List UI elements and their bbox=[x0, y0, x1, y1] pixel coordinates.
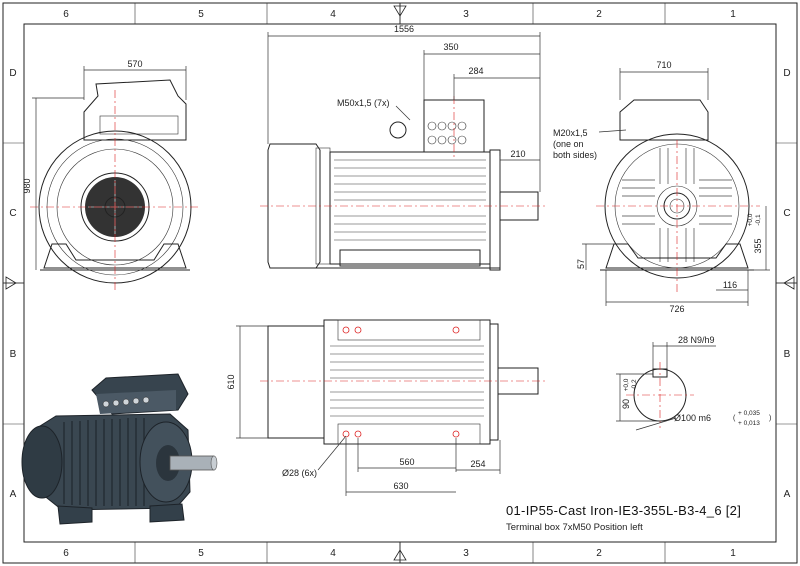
dim-rear-foot-height: 57 bbox=[576, 259, 586, 269]
rear-view bbox=[582, 68, 770, 306]
centering-marks bbox=[3, 3, 797, 563]
title-block: 01-IP55-Cast Iron-IE3-355L-B3-4_6 [2] Te… bbox=[506, 503, 786, 533]
motor-3d-render bbox=[21, 373, 218, 525]
side-view bbox=[260, 32, 545, 271]
svg-text:6: 6 bbox=[63, 548, 69, 559]
dim-rear-foot-width: 726 bbox=[669, 304, 684, 314]
dim-key-height: 90 bbox=[621, 399, 631, 409]
svg-text:C: C bbox=[9, 208, 16, 219]
svg-text:D: D bbox=[9, 68, 16, 79]
label-rear-gland-3: both sides) bbox=[553, 150, 597, 160]
drawing-subtitle: Terminal box 7xM50 Position left bbox=[506, 522, 643, 533]
dim-top-width: 610 bbox=[226, 374, 236, 389]
dim-foot-total: 630 bbox=[393, 481, 408, 491]
svg-text:5: 5 bbox=[198, 9, 204, 20]
dim-key-width: 28 N9/h9 bbox=[678, 335, 715, 345]
row-labels-left: D C B A bbox=[9, 68, 16, 500]
svg-text:C: C bbox=[783, 208, 790, 219]
dim-front-width: 570 bbox=[127, 59, 142, 69]
svg-text:2: 2 bbox=[596, 548, 602, 559]
dim-shaft-tol-bottom: + 0,013 bbox=[738, 420, 760, 427]
column-labels-top: 6 5 4 3 2 1 bbox=[63, 9, 736, 20]
paren-close: ) bbox=[769, 415, 771, 422]
dim-side-terminal: 350 bbox=[443, 42, 458, 52]
dim-foot-to-shaft: 254 bbox=[470, 459, 485, 469]
svg-text:B: B bbox=[784, 349, 791, 360]
label-rear-gland-1: M20x1,5 bbox=[553, 128, 588, 138]
label-cable-gland: M50x1,5 (7x) bbox=[337, 98, 390, 108]
column-labels-bottom: 6 5 4 3 2 1 bbox=[63, 548, 736, 559]
svg-text:1: 1 bbox=[730, 9, 736, 20]
svg-text:3: 3 bbox=[463, 9, 469, 20]
dim-shaft-length: 210 bbox=[510, 149, 525, 159]
dim-shaft-diameter: Ø100 m6 bbox=[674, 413, 711, 423]
svg-text:4: 4 bbox=[330, 9, 336, 20]
svg-text:5: 5 bbox=[198, 548, 204, 559]
dim-rear-shaft-tol-bottom: -0,1 bbox=[755, 214, 762, 226]
svg-text:3: 3 bbox=[463, 548, 469, 559]
dim-rear-foot-offset: 116 bbox=[723, 280, 737, 290]
dim-shaft-tol-top: + 0,035 bbox=[738, 410, 760, 417]
drawing-title: 01-IP55-Cast Iron-IE3-355L-B3-4_6 [2] bbox=[506, 503, 742, 518]
shaft-section bbox=[616, 342, 716, 431]
svg-text:A: A bbox=[10, 489, 17, 500]
svg-text:A: A bbox=[784, 489, 791, 500]
row-labels-right: D C B A bbox=[783, 68, 790, 500]
svg-text:D: D bbox=[783, 68, 790, 79]
front-view bbox=[30, 66, 200, 290]
paren-open: ( bbox=[733, 415, 736, 422]
svg-text:6: 6 bbox=[63, 9, 69, 20]
dim-key-tol-bottom: -0,2 bbox=[631, 379, 638, 391]
svg-text:4: 4 bbox=[330, 548, 336, 559]
svg-text:1: 1 bbox=[730, 548, 736, 559]
dim-rear-width: 710 bbox=[656, 60, 671, 70]
dim-key-tol-top: +0,0 bbox=[623, 378, 630, 391]
label-holes: Ø28 (6x) bbox=[282, 468, 317, 478]
dim-side-length: 1556 bbox=[394, 24, 414, 34]
label-rear-gland-2: (one on bbox=[553, 139, 584, 149]
dim-side-terminal-inner: 284 bbox=[468, 66, 483, 76]
dim-front-height: 980 bbox=[22, 178, 32, 193]
dim-rear-shaft-height: 355 bbox=[753, 238, 763, 253]
svg-text:2: 2 bbox=[596, 9, 602, 20]
dim-rear-shaft-tol-top: +0,0 bbox=[747, 213, 754, 226]
svg-text:B: B bbox=[10, 349, 17, 360]
top-view bbox=[236, 319, 545, 496]
dim-foot-spacing: 560 bbox=[399, 457, 414, 467]
